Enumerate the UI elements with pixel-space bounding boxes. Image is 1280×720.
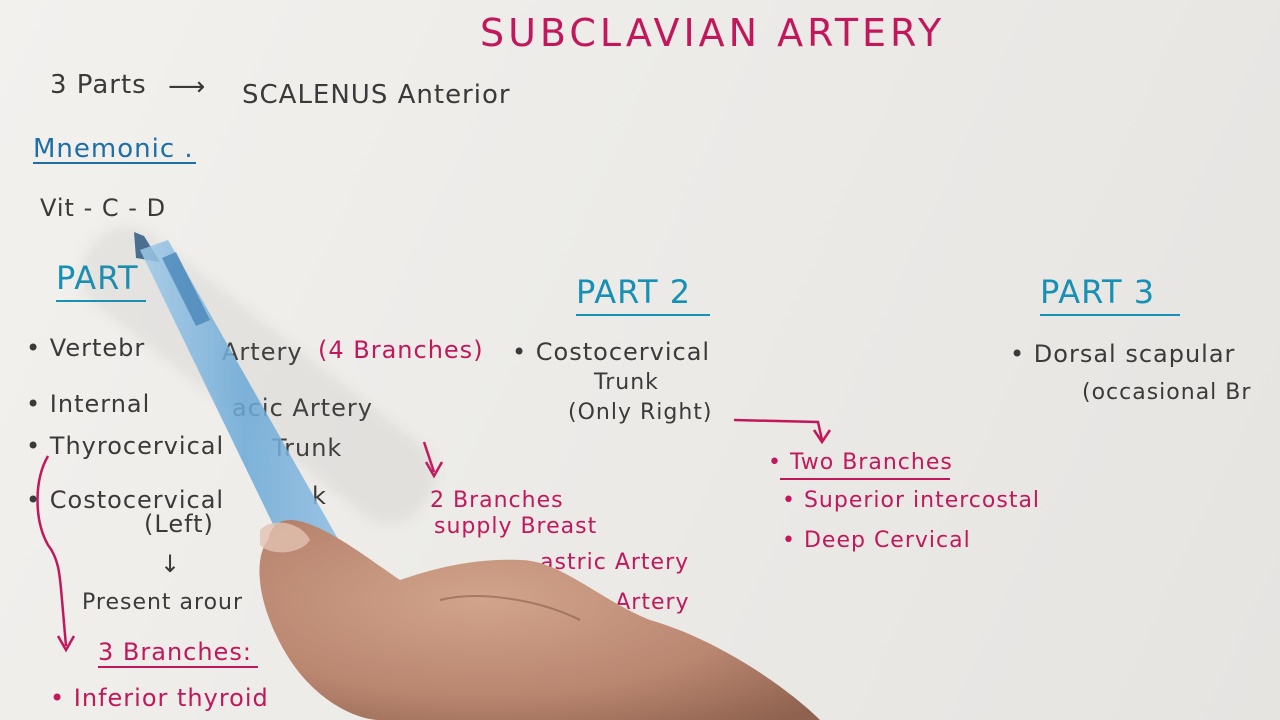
down-arrow-icon: ↓ — [160, 550, 182, 578]
it-arrowhead — [424, 461, 444, 479]
part2-only-right: (Only Right) — [568, 400, 713, 425]
part2-arrowhead — [812, 429, 832, 445]
part1-item-internal: • Internal — [26, 390, 151, 418]
three-branches-underline — [98, 666, 258, 668]
part2-superior-intercostal: • Superior intercostal — [782, 488, 1041, 513]
mnemonic-underline — [33, 162, 196, 164]
part1-item-thyrocervical: • Thyrocervical — [26, 432, 225, 460]
part2-arrow — [733, 418, 824, 441]
part2-underline — [576, 314, 710, 316]
it-arrow — [422, 441, 436, 473]
part2-deep-cervical: • Deep Cervical — [782, 528, 971, 553]
parts-label: 3 Parts — [50, 70, 147, 100]
part1-item-present: Present arour — [82, 590, 244, 615]
part1-item-left: (Left) — [144, 510, 214, 538]
part2-costocervical: • Costocervical — [512, 338, 711, 366]
it-supply-breast: supply Breast — [434, 514, 598, 539]
part3-underline — [1040, 314, 1180, 316]
part2-trunk: Trunk — [594, 370, 659, 395]
part2-two-branches: • Two Branches — [768, 450, 953, 475]
part1-item-costocervical: • Costocervical — [26, 486, 225, 514]
mnemonic-value: Vit - C - D — [40, 194, 167, 222]
page-title: SUBCLAVIAN ARTERY — [480, 11, 946, 55]
part3-heading: PART 3 — [1040, 273, 1156, 311]
right-arrow-icon: ⟶ — [168, 72, 207, 102]
left-bracket — [36, 455, 68, 647]
part1-three-branches: 3 Branches: — [98, 638, 252, 666]
two-branches-underline — [780, 478, 950, 480]
it-epigastric: astric Artery — [540, 550, 690, 575]
part1-inferior-thyroid: • Inferior thyroid — [50, 684, 269, 712]
part3-occasional: (occasional Br — [1082, 380, 1252, 405]
part2-heading: PART 2 — [576, 273, 692, 311]
bracket-arrowhead — [56, 635, 76, 653]
part1-item-vertebral: • Vertebr — [26, 334, 146, 362]
part1-vertebral-branches: (4 Branches) — [318, 336, 484, 364]
it-branches: 2 Branches — [430, 488, 564, 513]
mnemonic-label: Mnemonic . — [33, 134, 194, 164]
part1-underline — [56, 300, 146, 302]
part3-dorsal-scapular: • Dorsal scapular — [1010, 340, 1236, 368]
part1-heading: PART — [56, 259, 139, 297]
muscle-label: SCALENUS Anterior — [242, 80, 511, 110]
